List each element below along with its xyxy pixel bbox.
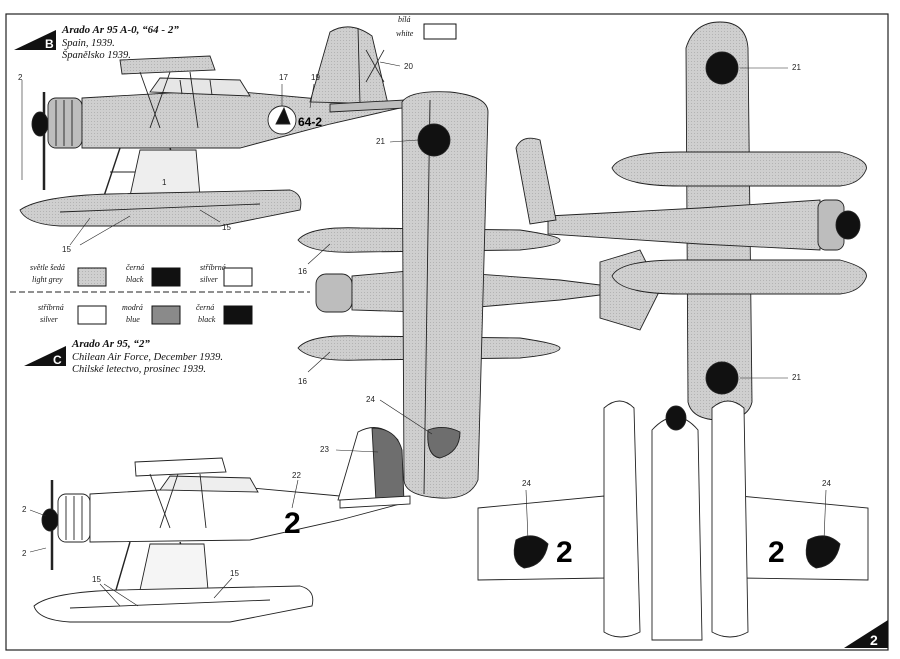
callout-21-c: 21 [792, 373, 801, 382]
leader-24-b [525, 489, 529, 541]
legend-b-2-cz: stříbrná [200, 263, 226, 272]
callout-16-a: 16 [298, 267, 307, 276]
legend-c: stříbrná silver modrá blue černá black [38, 303, 253, 325]
callout-22: 22 [292, 471, 301, 480]
scheme-b-country-cz: Španělsko 1939. [62, 49, 131, 61]
underside-view-b [515, 21, 867, 421]
legend-white: bílá white [396, 15, 457, 40]
callout-15-b2: 15 [222, 223, 231, 232]
scheme-c-code: 2 [284, 507, 301, 540]
top-view-c [477, 400, 869, 641]
scheme-b-tag: B [45, 37, 54, 51]
swatch-white [423, 23, 457, 40]
callout-15-c2: 15 [230, 569, 239, 578]
legend-c-1-cz: modrá [122, 303, 143, 312]
page-frame [5, 13, 889, 651]
callout-15-c: 15 [92, 575, 101, 584]
legend-b-2-en: silver [200, 275, 219, 284]
side-view-c: 2 [33, 427, 411, 623]
swatch-blue [151, 305, 181, 325]
callouts-b [21, 61, 401, 246]
callout-24-c: 24 [822, 479, 831, 488]
legend-c-0-cz: stříbrná [38, 303, 64, 312]
scheme-c-tag: C [53, 353, 62, 367]
legend-b-0-en: light grey [32, 275, 63, 284]
callout-21-b: 21 [792, 63, 801, 72]
scheme-c-header: C Arado Ar 95, “2” Chilean Air Force, De… [24, 338, 223, 375]
legend-white-cz: bílá [398, 15, 410, 24]
callouts-c [29, 449, 379, 607]
scheme-b-code: 64-2 [298, 115, 322, 129]
callout-24-b: 24 [522, 479, 531, 488]
legend-c-0-en: silver [40, 315, 59, 324]
legend-white-en: white [396, 29, 414, 38]
legend-b: světle šedá light grey černá black stříb… [30, 263, 253, 287]
callout-2-c: 2 [22, 505, 27, 514]
legend-b-1-en: black [126, 275, 144, 284]
scheme-b-country: Spain, 1939. [62, 38, 115, 49]
swatch-silver-c [77, 305, 107, 325]
legend-c-2-cz: černá [196, 303, 214, 312]
side-view-b: 64-2 [19, 26, 406, 227]
swatch-light-grey [77, 267, 107, 287]
page-number: 2 [870, 632, 878, 648]
legend-b-1-cz: černá [126, 263, 144, 272]
scheme-c-wing-code-right: 2 [768, 536, 785, 569]
callouts-top [307, 139, 433, 435]
callout-23: 23 [320, 445, 329, 454]
callout-2-c2: 2 [22, 549, 27, 558]
callout-17: 17 [279, 73, 288, 82]
swatch-black [151, 267, 181, 287]
legend-c-2-en: black [198, 315, 216, 324]
callout-2-b: 2 [18, 73, 23, 82]
scheme-c-country: Chilean Air Force, December 1939. [72, 352, 223, 363]
callout-19: 19 [311, 73, 320, 82]
legend-b-0-cz: světle šedá [30, 263, 65, 272]
legend-c-1-en: blue [126, 315, 140, 324]
scheme-c-country-cz: Chilské letectvo, prosinec 1939. [72, 364, 206, 375]
callout-21-a: 21 [376, 137, 385, 146]
page-number-tag: 2 [844, 620, 888, 648]
callout-16-b: 16 [298, 377, 307, 386]
callout-20: 20 [404, 62, 413, 71]
scheme-c-wing-code-left: 2 [556, 536, 573, 569]
swatch-black-c [223, 305, 253, 325]
scheme-b-title: Arado Ar 95 A-0, “64 - 2” [61, 24, 179, 36]
swatch-silver [223, 267, 253, 287]
callout-15-b: 15 [62, 245, 71, 254]
leader-24-c [823, 489, 827, 541]
scheme-b-header: B Arado Ar 95 A-0, “64 - 2” Spain, 1939.… [14, 24, 179, 61]
callout-24-a: 24 [366, 395, 375, 404]
scheme-c-title: Arado Ar 95, “2” [71, 338, 150, 350]
callout-1: 1 [162, 178, 167, 187]
